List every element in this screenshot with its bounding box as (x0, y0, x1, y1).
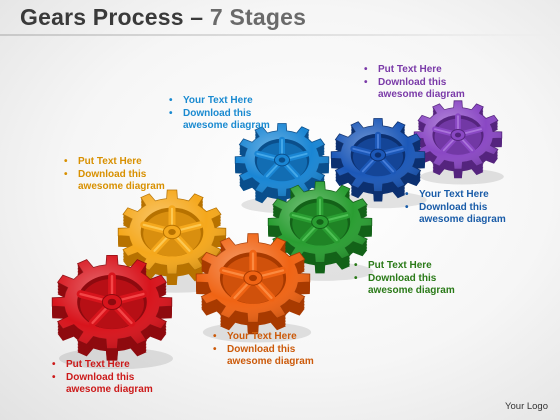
gear-stage-2 (117, 189, 228, 293)
stage-7-line-1: Put Text Here (362, 64, 465, 77)
title-divider (0, 34, 560, 36)
stage-1-text: Put Text Here Download this awesome diag… (50, 359, 153, 397)
stage-7-line-2: Download this (362, 77, 465, 90)
stage-2-text: Put Text Here Download this awesome diag… (62, 156, 165, 194)
gear-stage-1 (51, 255, 173, 370)
gear-stage-7 (413, 100, 504, 185)
stage-6-line-1: Your Text Here (403, 189, 506, 202)
title-dash: – (183, 4, 210, 30)
stage-3-line-3: awesome diagram (227, 356, 314, 367)
stage-4-text: Your Text Here Download this awesome dia… (167, 95, 270, 133)
stage-1-line-1: Put Text Here (50, 359, 153, 372)
gear-stage-4 (234, 123, 331, 214)
logo-text: Your Logo (505, 401, 548, 412)
page-title: Gears Process – 7 Stages (20, 4, 306, 31)
stage-5-line-2: Download this (352, 273, 455, 286)
stage-3-line-2: Download this (211, 344, 314, 357)
stage-2-line-1: Put Text Here (62, 156, 165, 169)
stage-3-text: Your Text Here Download this awesome dia… (211, 331, 314, 369)
stage-2-line-3: awesome diagram (78, 181, 165, 192)
gear-stage-5 (267, 181, 374, 281)
title-main: Gears Process (20, 4, 184, 30)
gear-stage-6 (330, 118, 427, 209)
stage-1-line-3: awesome diagram (66, 384, 153, 395)
stage-5-text: Put Text Here Download this awesome diag… (352, 260, 455, 298)
stage-7-line-3: awesome diagram (378, 89, 465, 100)
stage-7-text: Put Text Here Download this awesome diag… (362, 64, 465, 102)
stage-6-line-2: Download this (403, 202, 506, 215)
title-sub: 7 Stages (209, 4, 307, 30)
stage-6-line-3: awesome diagram (419, 214, 506, 225)
stage-5-line-3: awesome diagram (368, 285, 455, 296)
stage-5-line-1: Put Text Here (352, 260, 455, 273)
stage-2-line-2: Download this (62, 169, 165, 182)
stage-4-line-1: Your Text Here (167, 95, 270, 108)
stage-1-line-2: Download this (50, 372, 153, 385)
stage-3-line-1: Your Text Here (211, 331, 314, 344)
stage-4-line-2: Download this (167, 108, 270, 121)
gear-stage-3 (195, 233, 312, 343)
stage-6-text: Your Text Here Download this awesome dia… (403, 189, 506, 227)
stage-4-line-3: awesome diagram (183, 120, 270, 131)
